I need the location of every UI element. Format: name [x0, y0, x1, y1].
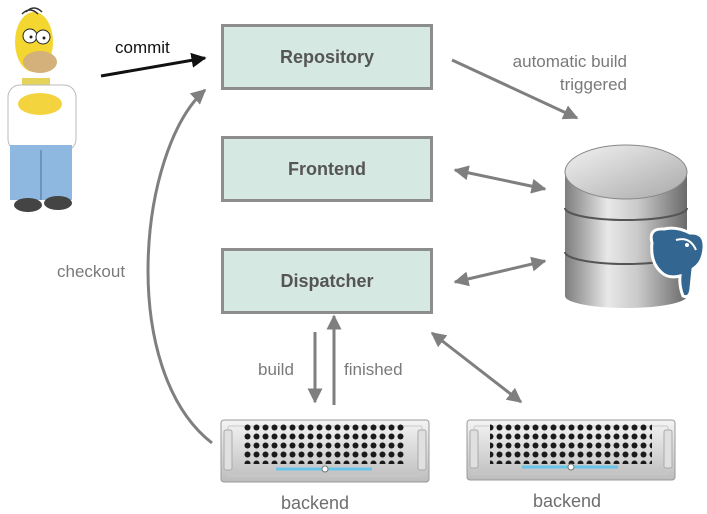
rack-server-icon: [466, 419, 676, 481]
dispatcher-backend2-arrow: [430, 331, 523, 404]
frontend-box: Frontend: [221, 136, 433, 202]
dispatcher-box: Dispatcher: [221, 248, 433, 314]
commit-label: commit: [115, 38, 170, 57]
repository-label: Repository: [279, 46, 375, 67]
backend-label-1: backend: [281, 493, 350, 513]
auto-build-label: automatic build triggered: [513, 50, 627, 96]
dispatcher-db-arrow: [453, 256, 547, 287]
checkout-label: checkout: [57, 262, 126, 281]
dispatcher-label: Dispatcher: [280, 270, 374, 291]
auto-build-arrow: [451, 58, 579, 120]
commit-arrow: [100, 52, 207, 78]
backend-label-2: backend: [533, 491, 602, 511]
frontend-label: Frontend: [288, 158, 366, 179]
repository-box: Repository: [221, 24, 433, 90]
rack-server-icon: [220, 419, 430, 483]
homer-simpson-icon: [7, 7, 77, 212]
finished-label: finished: [344, 360, 403, 379]
auto-build-label-line1: automatic build: [512, 52, 627, 71]
build-label: build: [258, 360, 294, 379]
frontend-db-arrow: [453, 165, 547, 194]
database-cylinder-icon: [564, 144, 688, 308]
checkout-arrow: [146, 88, 213, 445]
postgresql-elephant-icon: [649, 226, 706, 299]
auto-build-label-line2: triggered: [559, 75, 627, 94]
